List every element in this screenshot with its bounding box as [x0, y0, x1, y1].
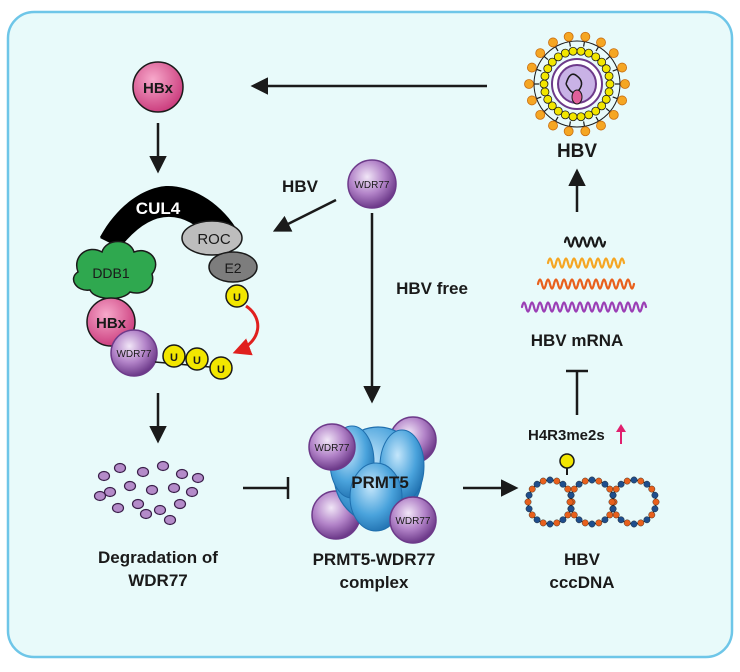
ddb1-label: DDB1: [92, 265, 130, 281]
wdr77-free: [347, 159, 397, 209]
ubiquitin-chain-3-label: U: [217, 364, 225, 376]
ubiquitin-chain-3: [209, 356, 233, 380]
hbv-condition-label: HBV: [282, 177, 319, 196]
prmt5-label: PRMT5: [351, 473, 409, 492]
arrow-wdr77-to-complex: [272, 198, 337, 232]
prmt5-complex-label-line2: complex: [340, 573, 410, 592]
ubiquitin-e2-label: U: [233, 292, 241, 304]
wdr77-in-prmt5-b: [389, 496, 437, 544]
wdr77-in-complex: [110, 329, 158, 377]
roc-subunit: [181, 220, 243, 256]
ubiquitin-chain-2: [185, 347, 209, 371]
ubiquitin-chain-2-label: U: [193, 355, 201, 367]
ubiquitin-chain-1-label: U: [170, 352, 178, 364]
ubiquitin-e2: [225, 284, 249, 308]
wdr77-in-prmt5-a: [308, 423, 356, 471]
wdr77-complex-label: WDR77: [116, 349, 151, 360]
ddb1-subunit: [72, 240, 157, 300]
mrna-wave-icon: [520, 236, 648, 313]
cccdna-label-line1: HBV: [564, 550, 601, 569]
prmt5-complex-label-line1: PRMT5-WDR77: [313, 550, 436, 569]
ubiquitin-chain-1: [162, 344, 186, 368]
roc-label: ROC: [197, 231, 231, 248]
hbx-protein-top: [132, 61, 184, 113]
cccdna-label-line2: cccDNA: [549, 573, 614, 592]
h4r3me2s-label: H4R3me2s: [528, 427, 605, 444]
degraded-fragments-icon: [93, 460, 205, 526]
hbv-free-label: HBV free: [396, 279, 468, 298]
hbx-top-label: HBx: [143, 80, 174, 97]
prmt5-wdr77-complex: [311, 416, 437, 540]
wdr77-free-label: WDR77: [354, 180, 389, 191]
wdr77-prmt5-a-label: WDR77: [314, 443, 349, 454]
hbv-virion-label: HBV: [557, 141, 597, 162]
wdr77-prmt5-b-label: WDR77: [395, 516, 430, 527]
hbx-complex-label: HBx: [96, 315, 127, 332]
hbv-mrna-label: HBV mRNA: [531, 331, 624, 350]
ubiquitin-transfer-arrow: [232, 304, 260, 356]
e2-label: E2: [224, 260, 241, 276]
degradation-label-line2: WDR77: [128, 571, 188, 590]
degradation-label-line1: Degradation of: [98, 548, 218, 567]
cccdna-chromatin-icon: [524, 476, 660, 528]
methyl-mark: [559, 453, 575, 469]
e2-enzyme: [208, 251, 258, 283]
cul4-label: CUL4: [136, 199, 181, 218]
hbv-virion-icon: [524, 31, 630, 137]
